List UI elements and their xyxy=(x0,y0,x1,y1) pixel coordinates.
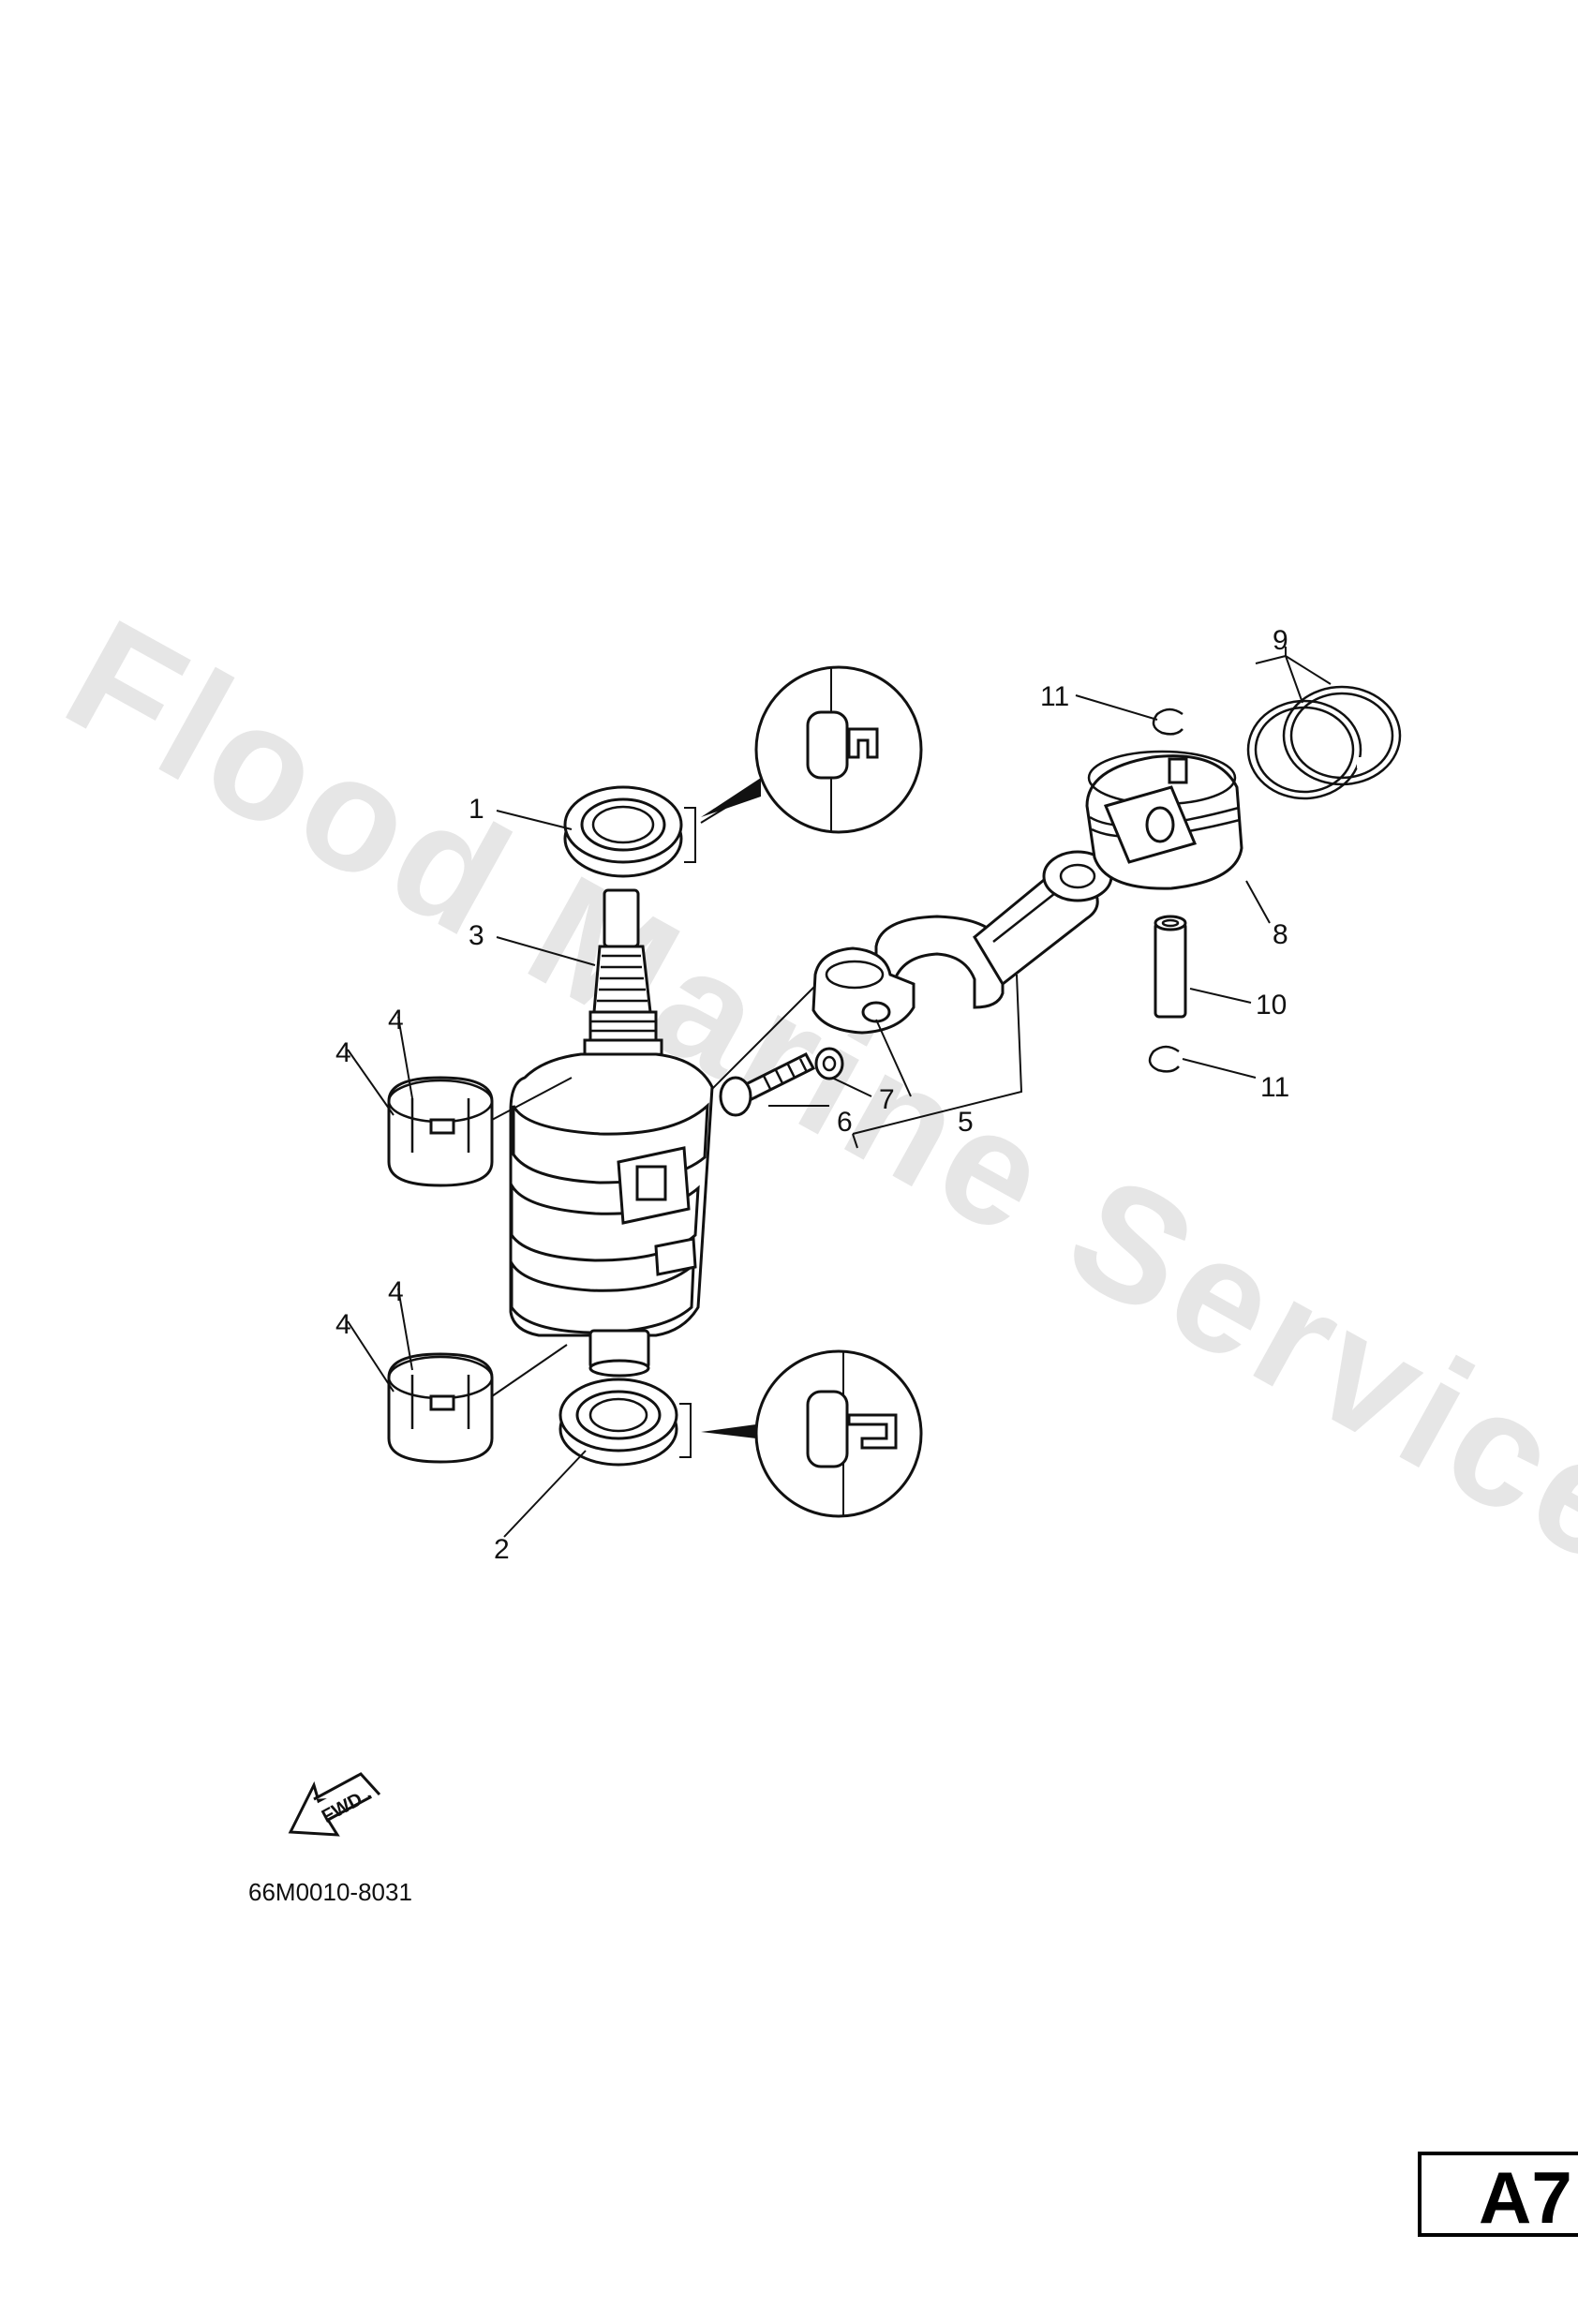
diagram-code: 66M0010-8031 xyxy=(248,1878,412,1906)
callout-5: 5 xyxy=(958,1107,974,1138)
callout-1: 1 xyxy=(469,794,484,825)
callout-11-lower: 11 xyxy=(1260,1072,1289,1103)
callout-8: 8 xyxy=(1273,919,1288,950)
washer xyxy=(814,1047,844,1080)
page-tag: A7 xyxy=(1418,2152,1578,2239)
piston xyxy=(1085,750,1243,890)
callout-10: 10 xyxy=(1256,990,1287,1020)
piston-rings xyxy=(1246,685,1402,800)
callout-2: 2 xyxy=(494,1534,510,1565)
oil-seal-lower xyxy=(558,1378,692,1467)
crankshaft xyxy=(509,888,714,1378)
piston-pin-clip-upper xyxy=(1152,708,1184,736)
callout-6: 6 xyxy=(837,1107,853,1138)
callout-4-upper-a: 4 xyxy=(388,1005,404,1035)
bearing-upper xyxy=(387,1076,494,1187)
seal-orientation-detail-upper xyxy=(700,665,923,834)
callout-4-upper-b: 4 xyxy=(335,1037,351,1068)
page-tag-text: A7 xyxy=(1479,2156,1572,2239)
callout-3: 3 xyxy=(469,920,484,951)
rod-bolt xyxy=(719,1052,816,1117)
callout-9: 9 xyxy=(1273,625,1288,656)
callout-11-upper: 11 xyxy=(1040,681,1069,712)
piston-pin xyxy=(1154,915,1187,1019)
forward-direction-arrow-icon: FWD xyxy=(288,1772,381,1837)
callout-7: 7 xyxy=(879,1084,895,1115)
seal-orientation-detail-lower xyxy=(701,1349,923,1518)
bearing-lower xyxy=(387,1352,494,1464)
leader-lines xyxy=(347,647,1332,1538)
piston-pin-clip-lower xyxy=(1148,1045,1180,1073)
callout-4-lower-b: 4 xyxy=(335,1309,351,1340)
oil-seal-upper xyxy=(563,785,696,878)
callout-4-lower-a: 4 xyxy=(388,1276,404,1307)
connecting-rod xyxy=(811,850,1113,1035)
